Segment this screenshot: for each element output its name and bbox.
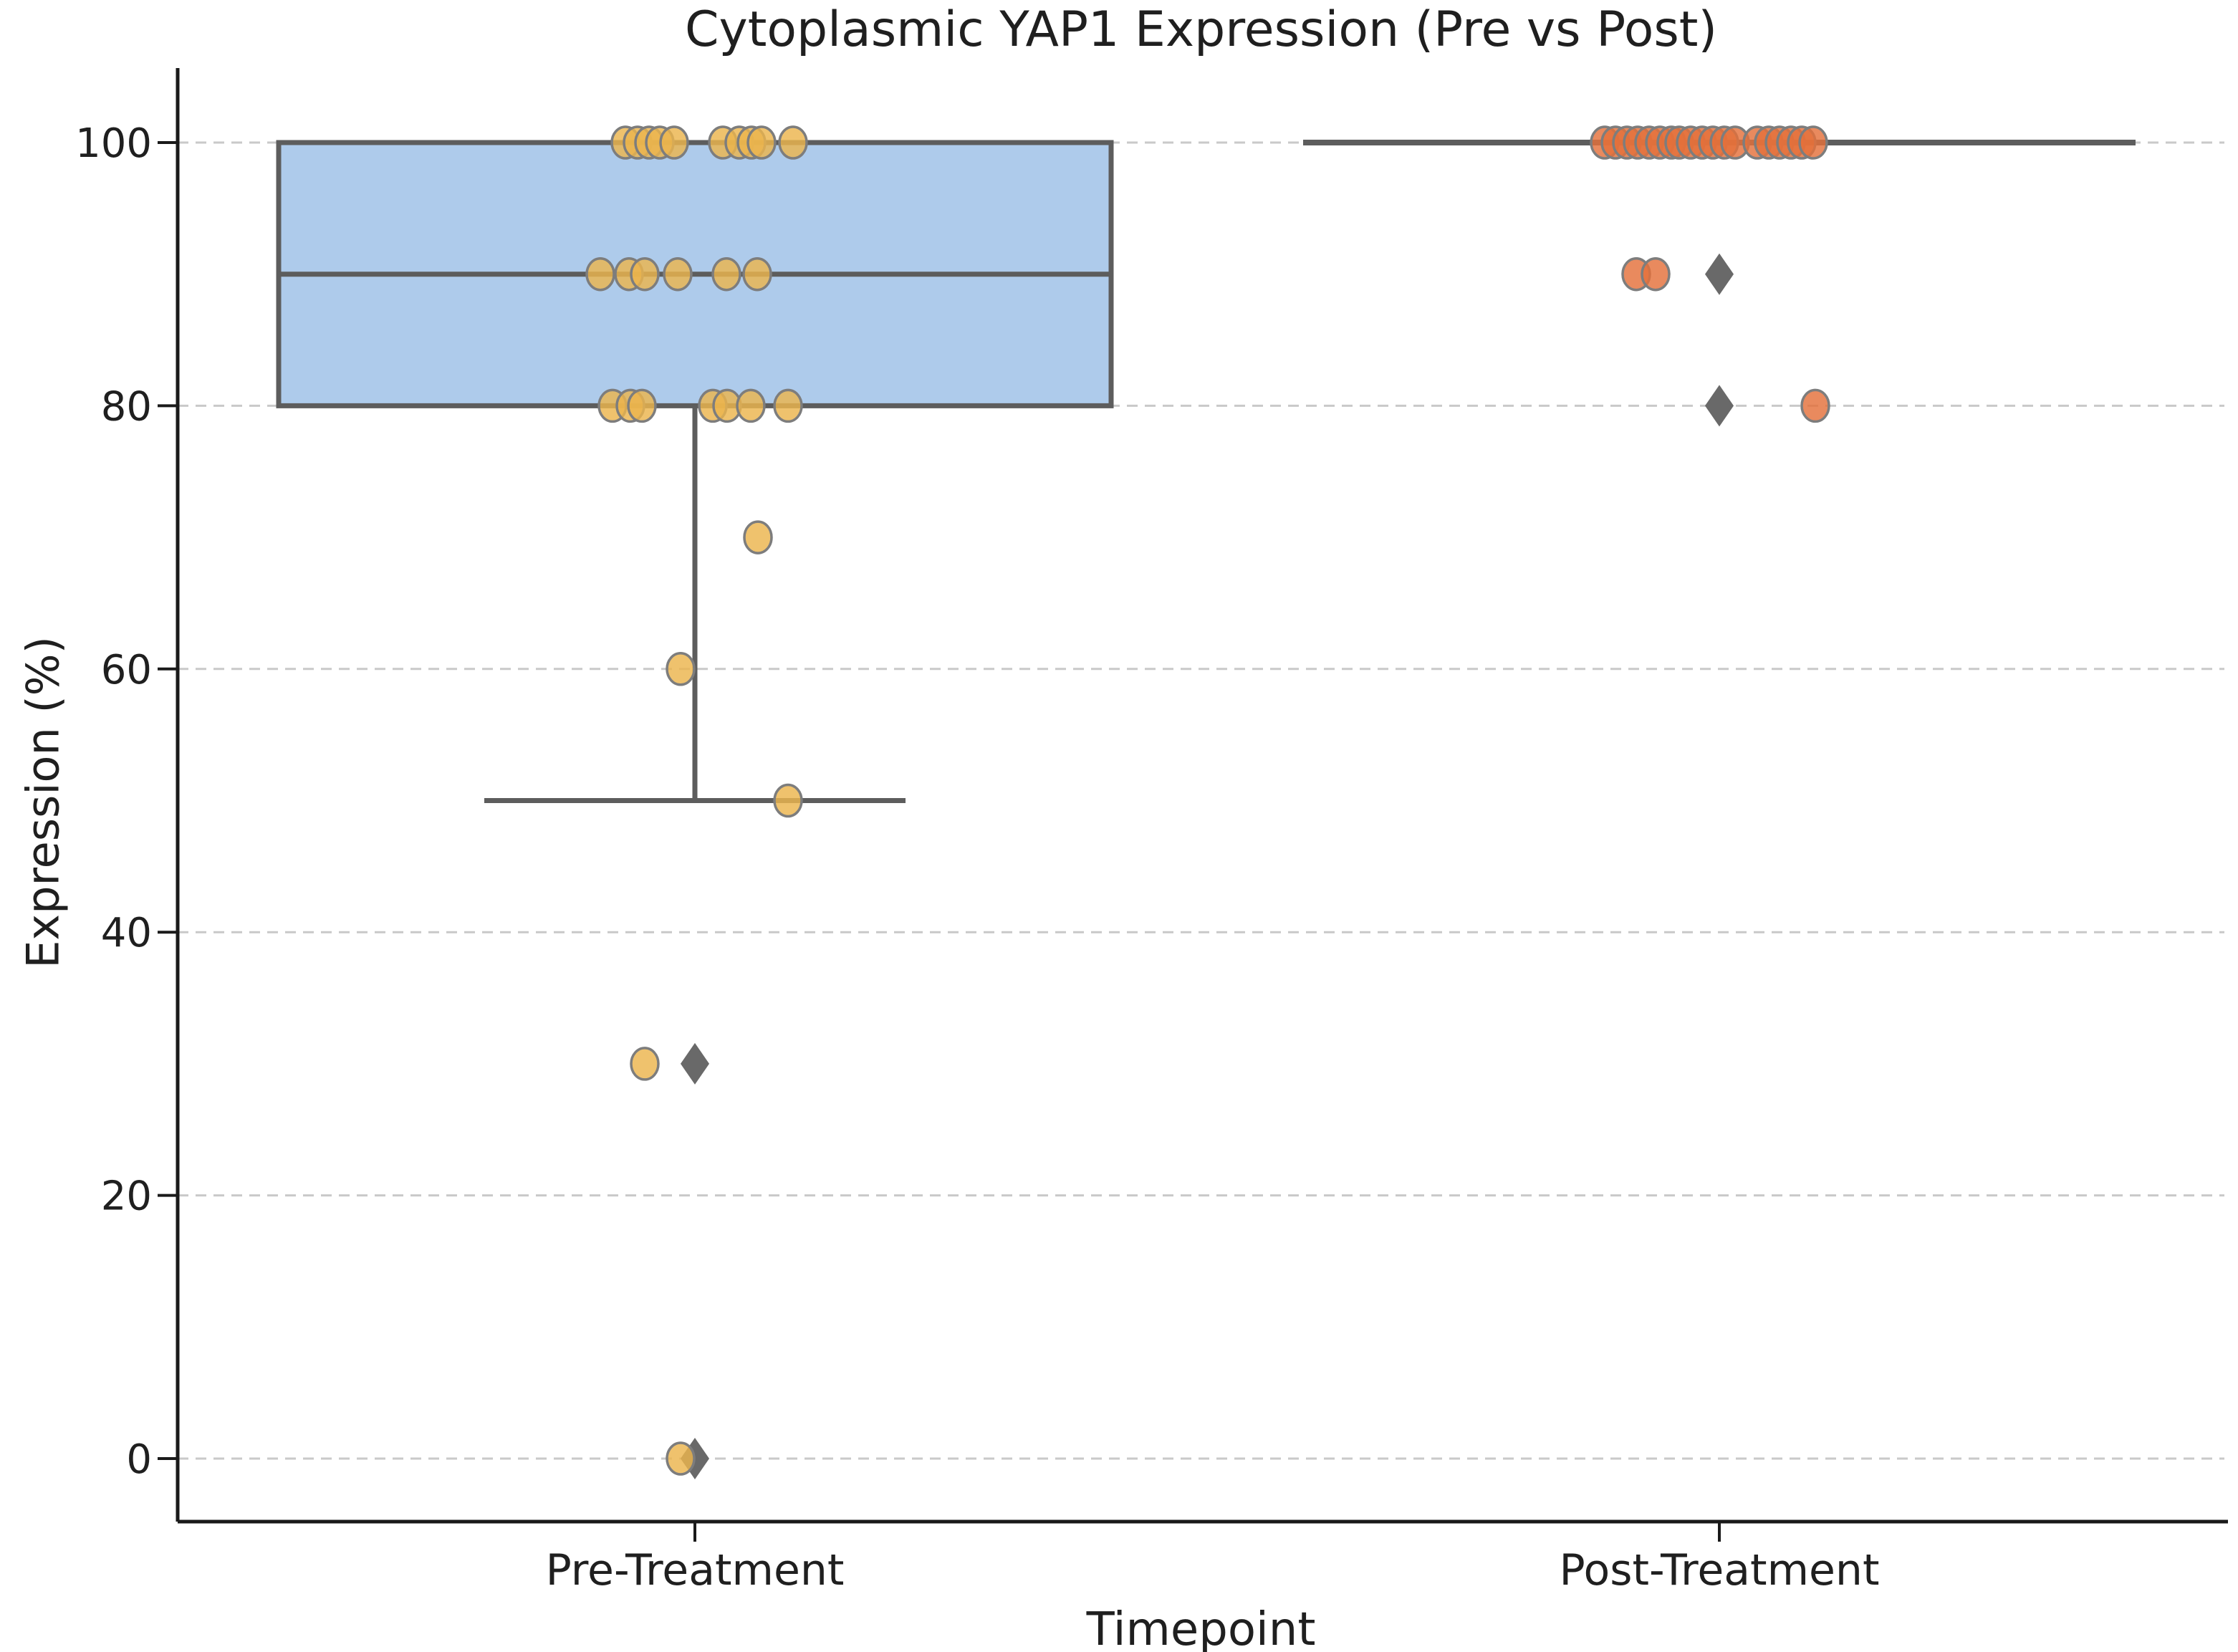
data-point <box>736 388 766 423</box>
data-point <box>630 1047 660 1081</box>
data-point <box>666 652 696 686</box>
data-point <box>1798 125 1828 160</box>
x-tick-label: Post-Treatment <box>1560 1545 1880 1595</box>
y-tick-label: 40 <box>101 910 152 956</box>
data-point <box>585 256 615 292</box>
data-point <box>663 256 693 292</box>
data-point <box>659 125 689 160</box>
data-point <box>666 1441 696 1476</box>
data-point <box>743 520 773 554</box>
data-point <box>773 388 803 423</box>
outlier-diamond <box>1705 253 1734 295</box>
y-tick-label: 60 <box>101 647 152 693</box>
y-tick-label: 100 <box>75 120 152 167</box>
y-tick-label: 0 <box>126 1436 152 1483</box>
data-point <box>778 125 808 160</box>
y-tick-label: 20 <box>101 1173 152 1220</box>
data-point <box>742 256 772 292</box>
data-point <box>711 256 741 292</box>
data-point <box>1800 388 1830 423</box>
y-tick-label: 80 <box>101 383 152 430</box>
data-point <box>627 388 657 423</box>
outlier-diamond <box>1705 385 1734 427</box>
x-axis-label: Timepoint <box>1086 1603 1316 1652</box>
data-point <box>773 783 803 818</box>
data-point <box>630 256 660 292</box>
data-point <box>1641 256 1671 292</box>
outlier-diamond <box>681 1042 709 1085</box>
x-tick-label: Pre-Treatment <box>546 1545 845 1595</box>
y-axis-label: Expression (%) <box>16 636 69 969</box>
data-point <box>746 125 777 160</box>
chart-title: Cytoplasmic YAP1 Expression (Pre vs Post… <box>684 1 1717 58</box>
